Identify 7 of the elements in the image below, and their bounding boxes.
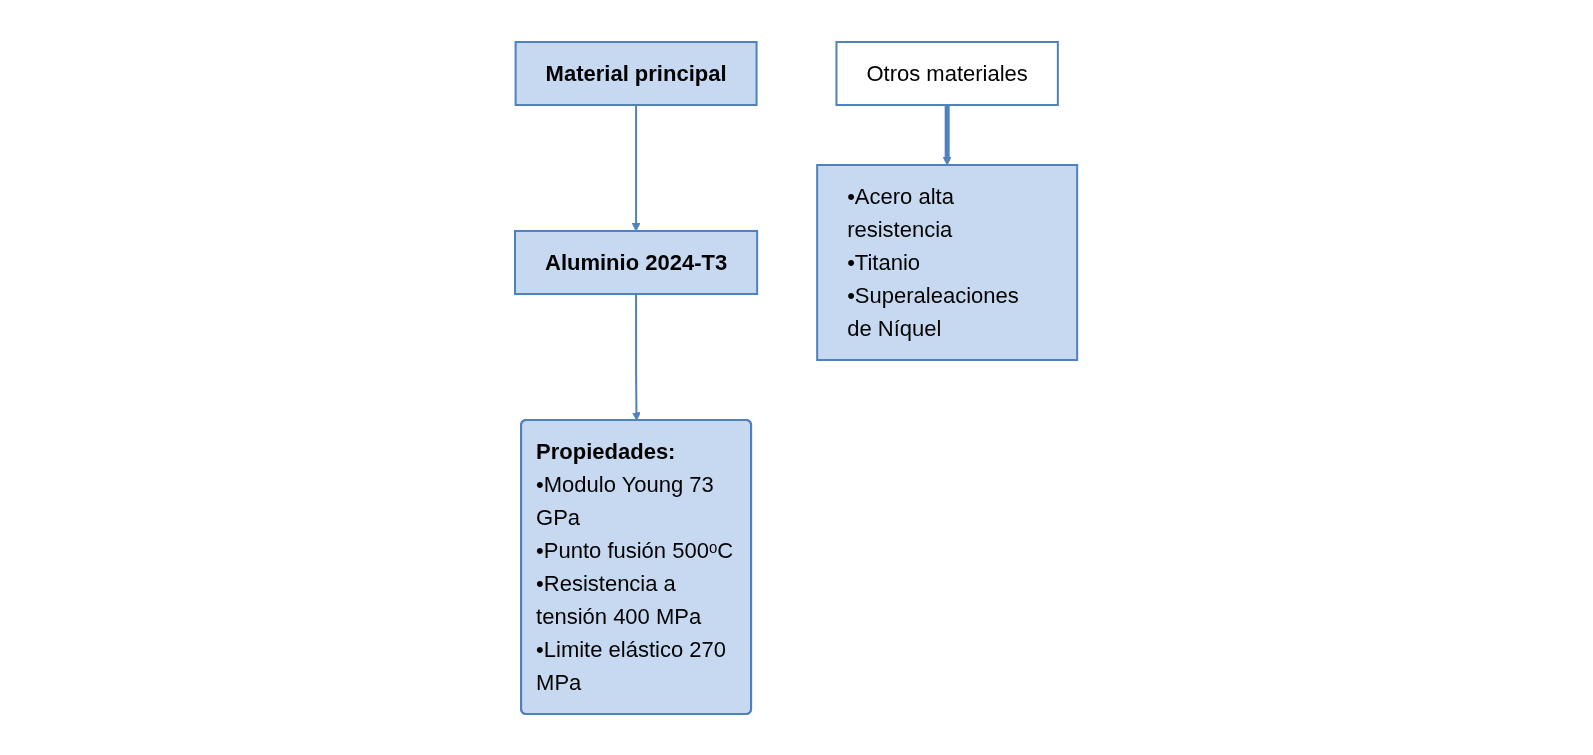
arrow [632,292,642,421]
node-box: Aluminio 2024-T3 [514,229,759,295]
node-box: Otros materiales [835,40,1060,106]
arrow [943,104,952,165]
node-box: Material principal [515,40,758,106]
arrow [632,103,641,231]
node-box: •Acero alta resistencia •Titanio •Superaleaciones de Níquel [816,163,1079,361]
